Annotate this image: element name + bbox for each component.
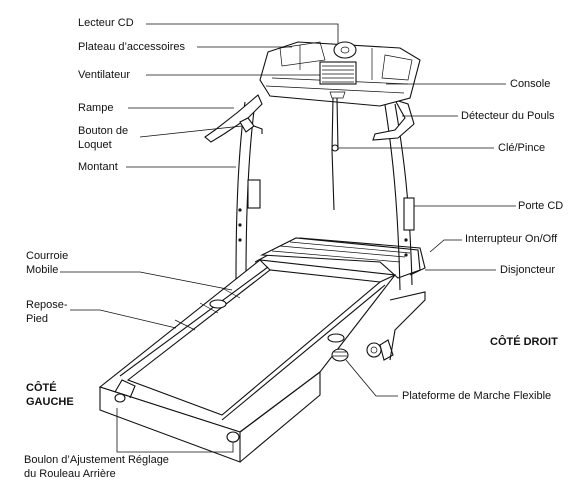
- right-foot-rail-cap: [327, 333, 345, 343]
- label-fan: Ventilateur: [78, 69, 130, 81]
- right-upright-inner: [394, 103, 413, 286]
- left-handrail: [204, 94, 263, 143]
- label-cd-holder: Porte CD: [518, 200, 564, 212]
- label-belt-line2: Mobile: [26, 264, 59, 276]
- label-left-side-line1: CÔTÉ: [26, 382, 57, 394]
- label-rear-roller-bolt-line2: du Rouleau Arrière: [24, 468, 116, 480]
- label-accessory-tray: Plateau d’accessoires: [78, 41, 186, 53]
- label-key-clip: Clé/Pince: [498, 142, 546, 154]
- key-clip: [331, 144, 339, 152]
- right-wheel-hub: [370, 346, 378, 354]
- left-upright-bracket: [247, 179, 261, 209]
- left-upright-inner: [245, 102, 256, 279]
- base-frame-right-leg: [389, 291, 426, 361]
- flex-cushion: [331, 348, 349, 362]
- label-right-side: CÔTÉ DROIT: [490, 336, 558, 348]
- label-circuit-breaker: Disjoncteur: [500, 264, 556, 276]
- label-left-side-line2: GAUCHE: [26, 396, 74, 408]
- label-foot-rail-line2: Pied: [26, 313, 49, 325]
- right-handrail: [372, 99, 415, 141]
- label-latch-knob-line2: Loquet: [78, 139, 112, 151]
- rear-roller-bolt-right: [226, 431, 240, 443]
- label-console: Console: [510, 78, 551, 90]
- left-foot-rail-cap: [209, 299, 227, 309]
- label-cd-player: Lecteur CD: [78, 17, 134, 29]
- accessory-tray: [279, 41, 326, 67]
- label-handrail: Rampe: [78, 102, 114, 114]
- label-pulse-sensor: Détecteur du Pouls: [461, 110, 555, 122]
- label-latch-knob-line1: Bouton de: [78, 125, 129, 137]
- label-foot-rail-line1: Repose-: [26, 299, 68, 311]
- label-power-switch: Interrupteur On/Off: [465, 233, 558, 245]
- fan-grille: [319, 61, 357, 85]
- console-panel-right: [381, 54, 413, 81]
- label-upright: Montant: [78, 161, 118, 173]
- key-cord: [331, 97, 335, 211]
- label-rear-roller-bolt-line1: Boulon d’Ajustement Réglage: [24, 454, 169, 466]
- label-flex-platform: Plateforme de Marche Flexible: [402, 390, 552, 402]
- label-belt-line1: Courroie: [26, 250, 69, 262]
- cd-player: [333, 41, 357, 59]
- right-wheel: [366, 342, 382, 358]
- right-upright-outer: [384, 104, 401, 291]
- cd-holder: [403, 197, 415, 231]
- right-foot: [379, 339, 394, 361]
- rear-roller-bolt-left: [114, 393, 126, 403]
